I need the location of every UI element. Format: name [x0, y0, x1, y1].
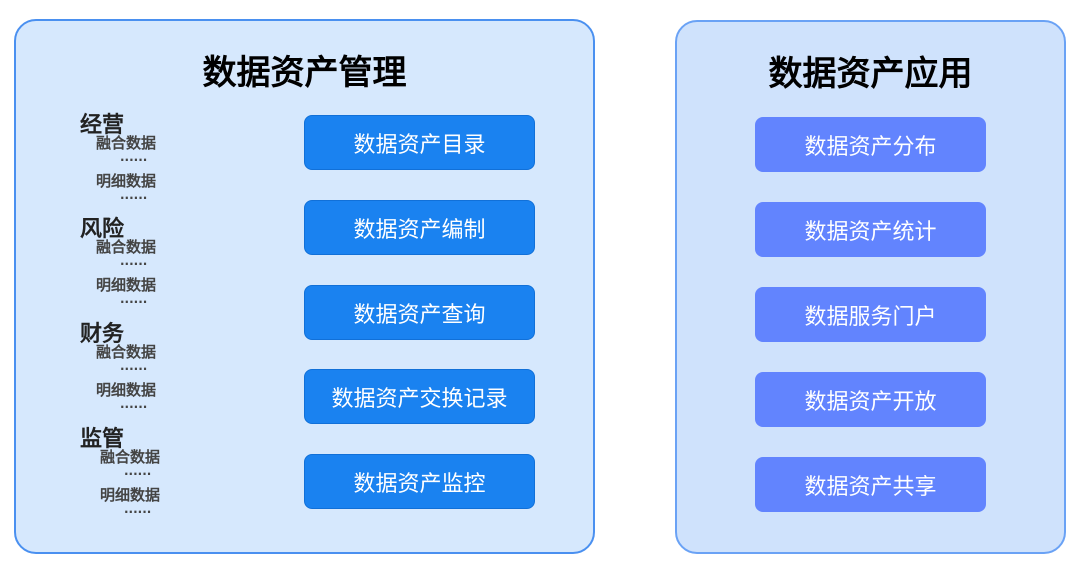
management-button[interactable]: 数据资产编制	[304, 200, 535, 255]
category-label: 经营	[80, 113, 125, 138]
category-item: 明细数据	[96, 172, 157, 190]
ellipsis: ······	[120, 191, 148, 205]
data-asset-management-panel: 数据资产管理 经营融合数据······明细数据······风险融合数据·····…	[14, 19, 595, 554]
ellipsis: ······	[124, 505, 152, 519]
management-button[interactable]: 数据资产目录	[304, 115, 535, 170]
management-button[interactable]: 数据资产查询	[304, 285, 535, 340]
category-label: 风险	[80, 217, 125, 242]
management-button[interactable]: 数据资产监控	[304, 454, 535, 509]
category-item: 融合数据	[96, 134, 157, 152]
ellipsis: ······	[120, 362, 148, 376]
panel-title: 数据资产应用	[768, 54, 973, 94]
category-item: 明细数据	[96, 381, 157, 399]
category-item: 明细数据	[100, 486, 161, 504]
category-label: 监管	[80, 427, 125, 452]
panel-title: 数据资产管理	[202, 53, 407, 93]
ellipsis: ······	[120, 295, 148, 309]
category-label: 财务	[80, 322, 125, 347]
application-button[interactable]: 数据服务门户	[755, 287, 986, 342]
ellipsis: ······	[124, 467, 152, 481]
category-item: 融合数据	[96, 238, 157, 256]
application-button[interactable]: 数据资产开放	[755, 372, 986, 427]
ellipsis: ······	[120, 257, 148, 271]
ellipsis: ······	[120, 153, 148, 167]
ellipsis: ······	[120, 400, 148, 414]
data-asset-application-panel: 数据资产应用 数据资产分布数据资产统计数据服务门户数据资产开放数据资产共享	[675, 20, 1066, 554]
category-item: 融合数据	[96, 343, 157, 361]
application-button[interactable]: 数据资产共享	[755, 457, 986, 512]
application-button[interactable]: 数据资产分布	[755, 117, 986, 172]
application-button[interactable]: 数据资产统计	[755, 202, 986, 257]
category-item: 融合数据	[100, 448, 161, 466]
category-item: 明细数据	[96, 276, 157, 294]
management-button[interactable]: 数据资产交换记录	[304, 369, 535, 424]
